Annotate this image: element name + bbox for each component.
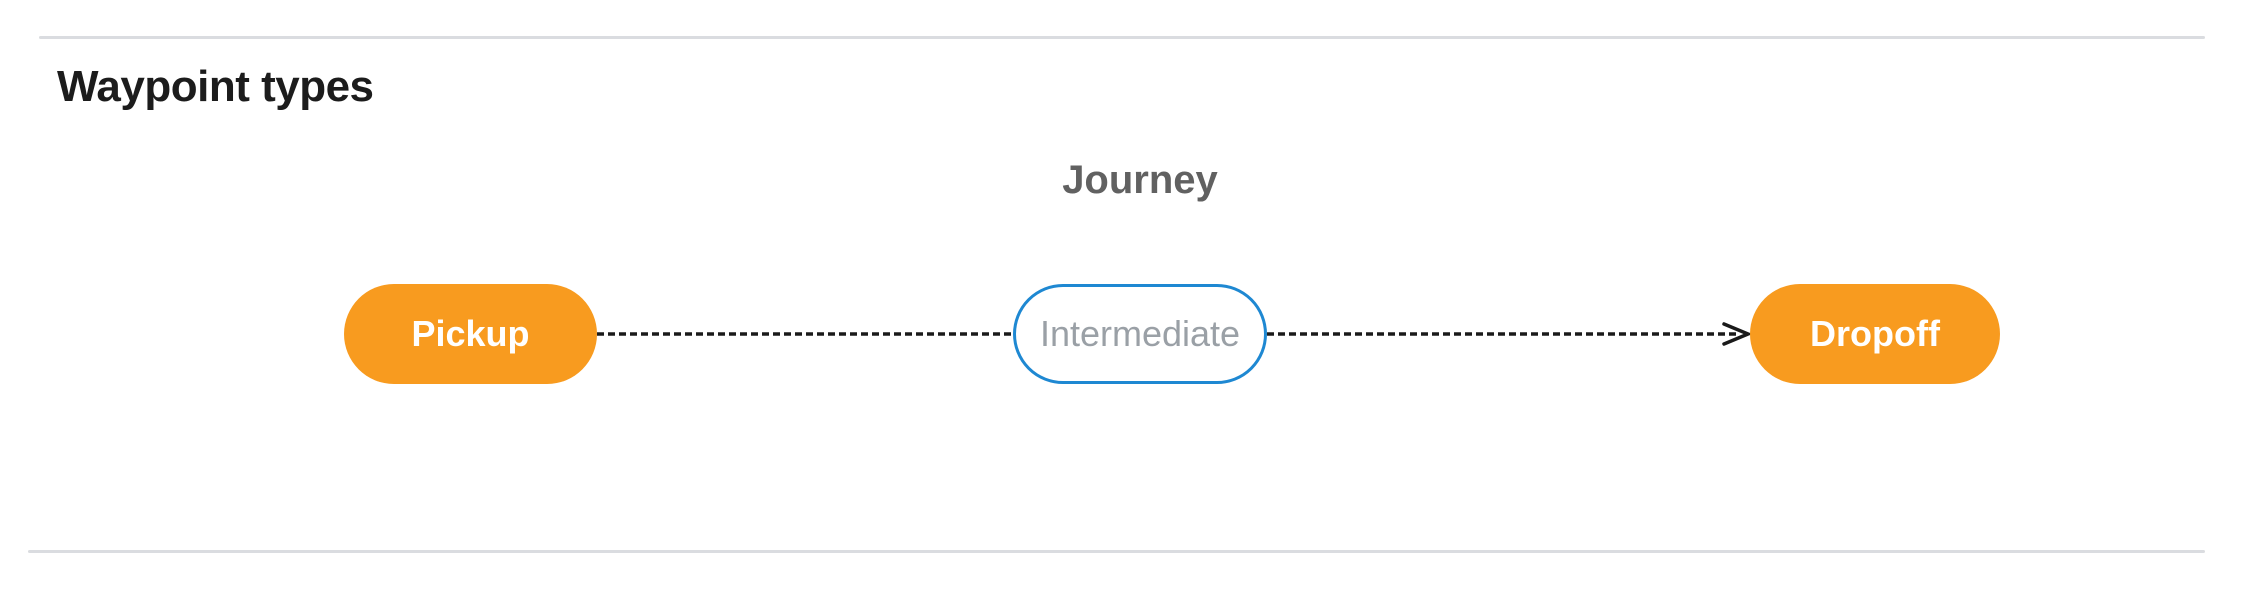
page-title: Waypoint types: [57, 62, 374, 111]
arrowhead-icon: [1722, 322, 1753, 346]
journey-group-label: Journey: [1062, 158, 1218, 202]
top-divider: [39, 36, 2205, 39]
node-intermediate-label: Intermediate: [1039, 313, 1241, 354]
bottom-divider: [28, 550, 2205, 553]
node-pickup: Pickup: [344, 284, 597, 384]
node-pickup-label: Pickup: [411, 313, 530, 354]
node-dropoff: Dropoff: [1750, 284, 2000, 384]
node-dropoff-label: Dropoff: [1810, 313, 1940, 354]
node-intermediate: Intermediate: [1013, 284, 1267, 384]
